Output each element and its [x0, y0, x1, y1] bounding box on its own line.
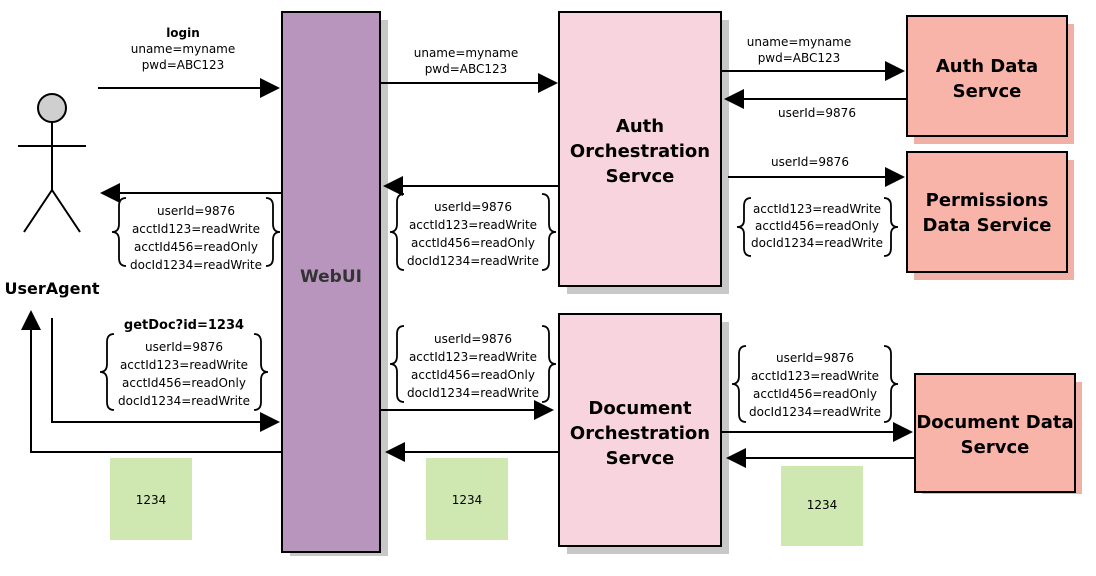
brace-doc-to-docdata-left	[731, 345, 747, 423]
web-to-doc-line-3: acctId456=readOnly	[411, 368, 535, 382]
brace-web-to-doc-left	[389, 325, 405, 403]
web-to-doc-line-1: userId=9876	[434, 332, 512, 346]
auth-to-perm-label: userId=9876	[771, 155, 849, 169]
perm-data-line-2: Data Service	[923, 215, 1052, 236]
perm-reply-line-2: acctId456=readOnly	[755, 219, 879, 233]
web-to-user-line-4: docId1234=readWrite	[130, 258, 262, 272]
auth-to-web-line-1: userId=9876	[434, 200, 512, 214]
doc-orch-line-3: Servce	[606, 448, 675, 469]
doc-orch-line-1: Document	[588, 398, 692, 419]
login-title: login	[166, 26, 200, 40]
brace-doc-to-docdata-right	[883, 345, 899, 423]
document-data-box	[914, 373, 1076, 493]
arrow-getdoc	[51, 318, 280, 432]
document-data-service: Document Data Servce	[914, 373, 1082, 494]
doc-data-line-1: Document Data	[916, 412, 1073, 433]
brace-perm-reply-left	[736, 197, 752, 257]
getdoc-line-4: docId1234=readWrite	[118, 394, 250, 408]
user-agent-actor: UserAgent	[5, 93, 100, 298]
login-line-2: pwd=ABC123	[142, 58, 225, 72]
braces	[99, 193, 899, 423]
actor-head	[37, 93, 67, 123]
auth-to-authdata-line-2: pwd=ABC123	[758, 51, 841, 65]
doc-to-docdata-line-1: userId=9876	[776, 351, 854, 365]
brace-web-to-user-right	[265, 197, 281, 267]
brace-web-to-user-left	[111, 197, 127, 267]
sticky-note-1: 1234	[110, 458, 192, 540]
sticky-note-2: 1234	[426, 458, 508, 540]
web-to-user-line-3: acctId456=readOnly	[134, 240, 258, 254]
note-1-background	[110, 458, 192, 540]
doc-to-docdata-line-2: acctId123=readWrite	[751, 369, 879, 383]
brace-auth-to-web-left	[389, 193, 405, 271]
auth-to-web-line-4: docId1234=readWrite	[407, 254, 539, 268]
note-1-text: 1234	[136, 493, 167, 507]
document-orchestration-box	[558, 313, 722, 547]
auth-data-line-2: Servce	[953, 81, 1022, 102]
web-to-auth-line-1: uname=myname	[414, 46, 519, 60]
brace-auth-to-web-right	[541, 193, 557, 271]
brace-perm-reply-right	[883, 197, 899, 257]
login-line-1: uname=myname	[131, 42, 236, 56]
auth-to-web-line-3: acctId456=readOnly	[411, 236, 535, 250]
webui-box	[281, 11, 381, 553]
auth-data-box	[906, 15, 1068, 137]
auth-orch-line-2: Orchestration	[570, 141, 710, 162]
auth-to-web-line-2: acctId123=readWrite	[409, 218, 537, 232]
auth-orchestration-service: Auth Orchestration Servce	[558, 11, 729, 294]
sticky-note-3: 1234	[781, 466, 863, 546]
note-2-text: 1234	[452, 493, 483, 507]
arrow-web-to-user-doc	[21, 310, 281, 453]
getdoc-title: getDoc?id=1234	[124, 318, 244, 333]
message-labels: login uname=myname pwd=ABC123 uname=myna…	[118, 26, 883, 419]
permissions-data-box	[906, 151, 1068, 273]
getdoc-line-1: userId=9876	[145, 340, 223, 354]
web-to-doc-line-2: acctId123=readWrite	[409, 350, 537, 364]
getdoc-line-2: acctId123=readWrite	[120, 358, 248, 372]
doc-orch-line-2: Orchestration	[570, 423, 710, 444]
webui-component: WebUI	[281, 11, 388, 556]
brace-web-to-doc-right	[541, 325, 557, 403]
webui-label: WebUI	[300, 267, 362, 287]
authdata-reply-label: userId=9876	[778, 106, 856, 120]
arrows	[21, 61, 914, 468]
web-to-doc-line-4: docId1234=readWrite	[407, 386, 539, 400]
doc-data-line-2: Servce	[961, 437, 1030, 458]
web-to-user-line-1: userId=9876	[157, 204, 235, 218]
auth-to-authdata-line-1: uname=myname	[747, 35, 852, 49]
brace-getdoc-left	[99, 333, 115, 411]
doc-to-docdata-line-3: acctId456=readOnly	[753, 387, 877, 401]
actor-label: UserAgent	[5, 279, 100, 298]
auth-data-line-1: Auth Data	[936, 56, 1038, 77]
permissions-data-service: Permissions Data Service	[906, 151, 1074, 280]
auth-orch-line-3: Servce	[606, 166, 675, 187]
web-to-user-line-2: acctId123=readWrite	[132, 222, 260, 236]
document-orchestration-service: Document Orchestration Servce	[558, 313, 729, 554]
note-2-background	[426, 458, 508, 540]
actor-left-leg	[23, 189, 53, 233]
web-to-auth-line-2: pwd=ABC123	[425, 62, 508, 76]
brace-getdoc-right	[253, 333, 269, 411]
perm-data-line-1: Permissions	[926, 190, 1049, 211]
doc-to-docdata-line-4: docId1234=readWrite	[749, 405, 881, 419]
auth-orchestration-box	[558, 11, 722, 287]
auth-data-service: Auth Data Servce	[906, 15, 1074, 144]
actor-right-leg	[51, 189, 81, 233]
auth-orch-line-1: Auth	[616, 116, 664, 137]
getdoc-line-3: acctId456=readOnly	[122, 376, 246, 390]
perm-reply-line-1: acctId123=readWrite	[753, 202, 881, 216]
note-3-text: 1234	[807, 498, 838, 512]
perm-reply-line-3: docId1234=readWrite	[751, 236, 883, 250]
note-3-background	[781, 466, 863, 546]
